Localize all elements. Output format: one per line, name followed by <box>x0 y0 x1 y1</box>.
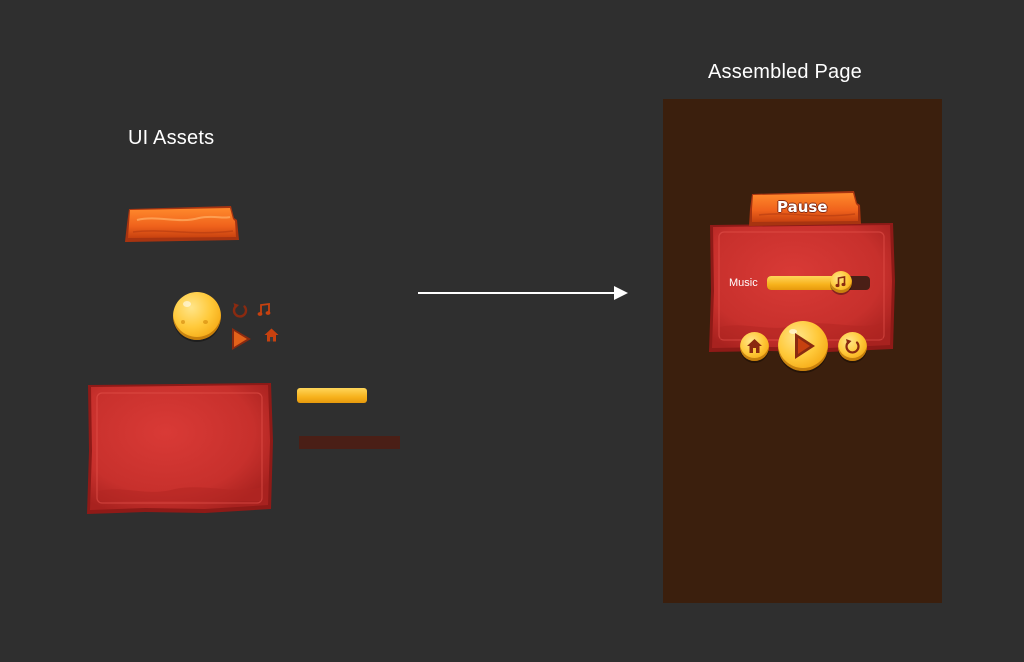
music-label: Music <box>729 277 758 289</box>
yellow-progress-bar-asset <box>297 388 367 403</box>
music-slider[interactable] <box>767 276 870 290</box>
assembled-page-heading: Assembled Page <box>708 61 863 83</box>
music-note-icon <box>835 276 846 288</box>
pause-title: Pause <box>777 198 828 216</box>
red-panel-asset <box>85 381 274 515</box>
home-button[interactable] <box>740 332 769 361</box>
home-icon <box>264 328 279 342</box>
arrow-icon <box>416 283 630 308</box>
music-slider-knob[interactable] <box>830 271 853 293</box>
pause-title-plank <box>747 191 863 227</box>
restart-icon <box>232 302 249 318</box>
music-slider-fill <box>767 276 842 290</box>
restart-icon <box>845 339 860 354</box>
music-note-icon <box>257 303 271 317</box>
restart-button[interactable] <box>838 332 867 361</box>
title-plank-asset <box>123 206 241 244</box>
resume-play-button[interactable] <box>778 321 828 371</box>
home-icon <box>747 339 762 353</box>
play-icon <box>795 333 815 359</box>
play-icon <box>230 327 252 351</box>
dark-track-bar-asset <box>299 436 400 449</box>
ui-assets-heading: UI Assets <box>128 127 215 149</box>
assembled-page: Pause Music <box>663 99 942 603</box>
coin-button-asset <box>173 292 221 340</box>
